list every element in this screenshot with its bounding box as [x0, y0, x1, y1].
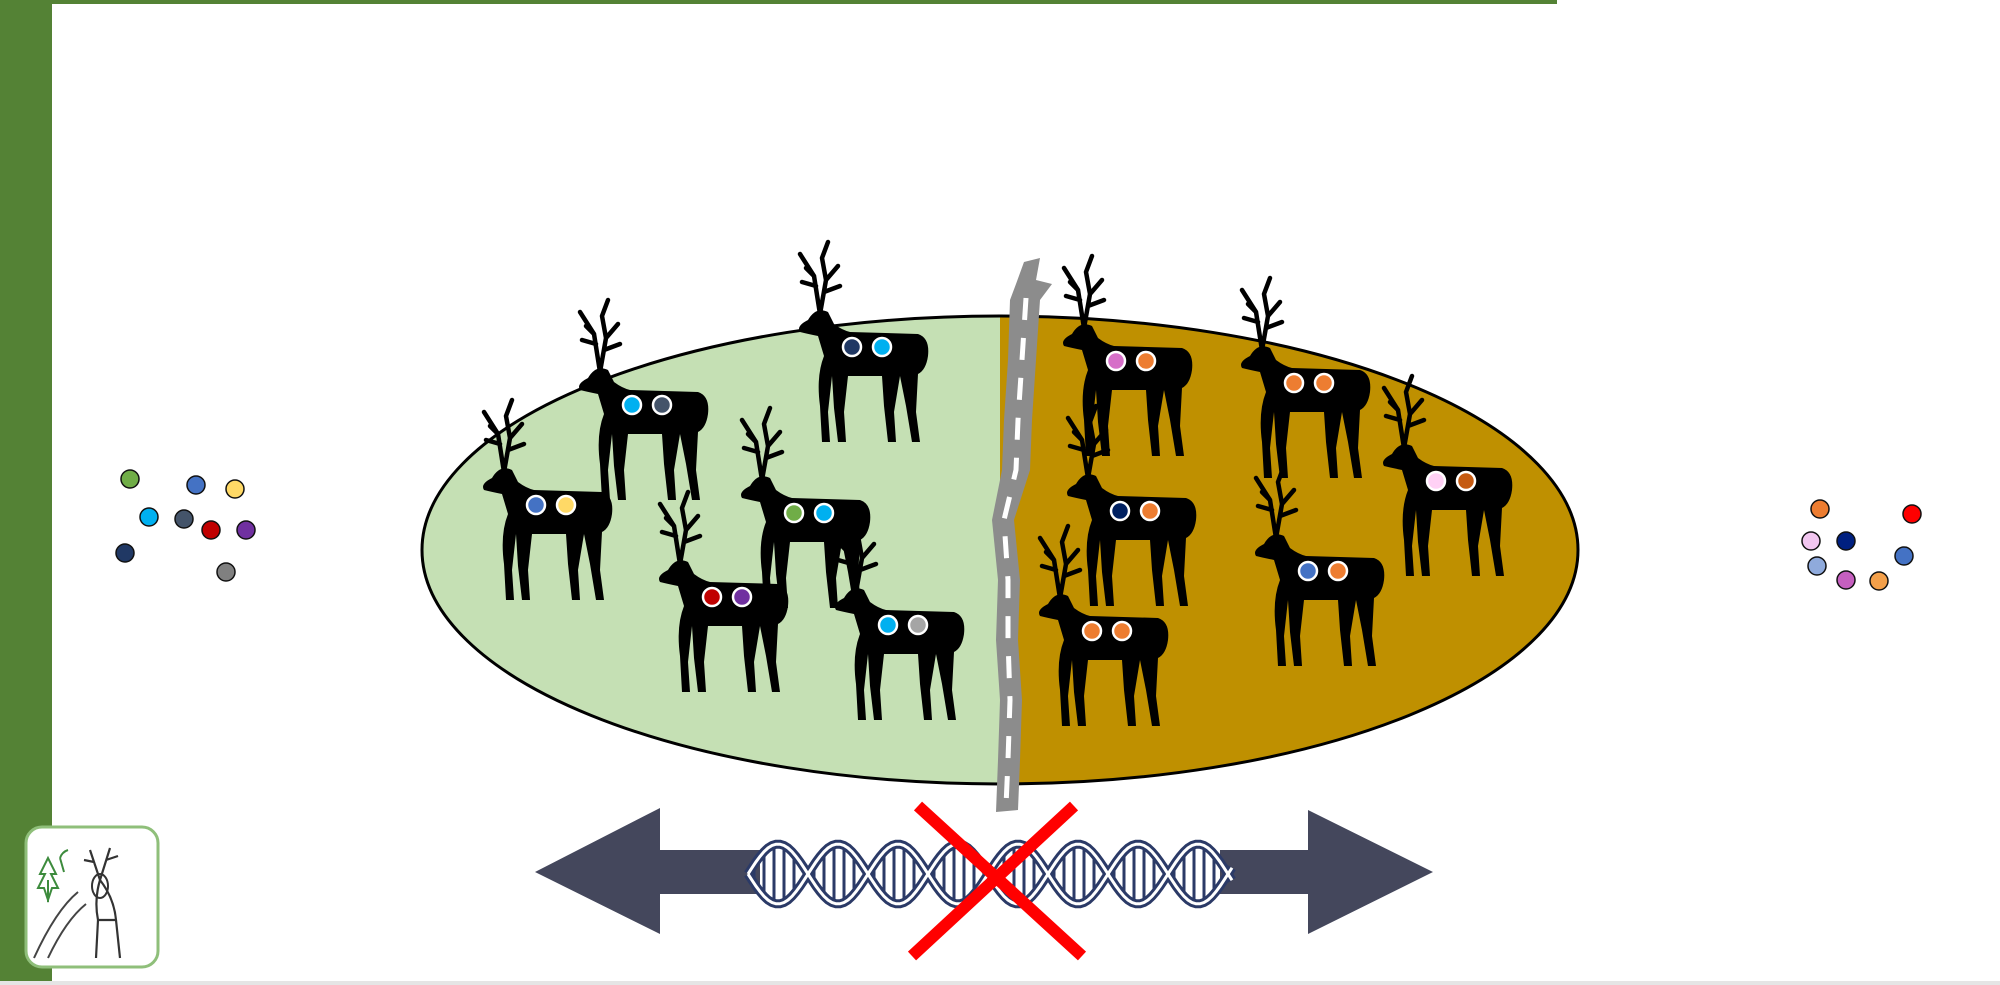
allele-dot — [1869, 571, 1889, 591]
allele-dot — [1894, 546, 1914, 566]
allele-dot — [1327, 560, 1349, 582]
deer — [483, 400, 612, 600]
allele-dot — [186, 475, 206, 495]
deer — [659, 492, 788, 692]
allele-dot — [1313, 372, 1335, 394]
deer — [1255, 466, 1384, 666]
left-frame-bar — [0, 0, 52, 985]
allele-dot — [1807, 556, 1827, 576]
allele-dot — [216, 562, 236, 582]
allele-dot — [1425, 470, 1447, 492]
bidirectional-arrow-icon — [535, 808, 1433, 934]
right-population — [1039, 256, 1512, 726]
allele-dot — [236, 520, 256, 540]
allele-dot — [139, 507, 159, 527]
allele-dot — [813, 502, 835, 524]
allele-dot — [1902, 504, 1922, 524]
allele-dot — [1111, 620, 1133, 642]
allele-dot — [1139, 500, 1161, 522]
allele-dot — [783, 502, 805, 524]
allele-dot — [621, 394, 643, 416]
road-barrier-icon — [992, 258, 1052, 812]
forest-deer-logo-icon — [24, 825, 160, 969]
allele-dot — [871, 336, 893, 358]
allele-dot — [701, 586, 723, 608]
allele-dot — [1801, 531, 1821, 551]
allele-dot — [1810, 499, 1830, 519]
deer — [741, 408, 870, 608]
allele-dot — [525, 494, 547, 516]
allele-dot — [1283, 372, 1305, 394]
deer — [1383, 376, 1512, 576]
allele-dot — [1081, 620, 1103, 642]
allele-dot — [1105, 350, 1127, 372]
allele-dot — [907, 614, 929, 636]
right-allele-pool — [1801, 499, 1922, 591]
allele-dot — [651, 394, 673, 416]
allele-dot — [1455, 470, 1477, 492]
allele-dot — [731, 586, 753, 608]
deer — [799, 242, 928, 442]
left-allele-pool — [115, 469, 256, 582]
deer — [1039, 526, 1168, 726]
allele-dot — [1297, 560, 1319, 582]
allele-dot — [841, 336, 863, 358]
bottom-edge — [0, 981, 2000, 985]
allele-dot — [225, 479, 245, 499]
allele-dot — [201, 520, 221, 540]
deer — [835, 520, 964, 720]
allele-dot — [555, 494, 577, 516]
allele-dot — [120, 469, 140, 489]
allele-dot — [1109, 500, 1131, 522]
allele-dot — [1836, 531, 1856, 551]
allele-dot — [115, 543, 135, 563]
left-population — [483, 242, 964, 720]
allele-dot — [877, 614, 899, 636]
deer — [1241, 278, 1370, 478]
allele-dot — [1135, 350, 1157, 372]
allele-dot — [174, 509, 194, 529]
red-x-icon — [907, 801, 1087, 961]
deer — [1067, 406, 1196, 606]
deer — [579, 300, 708, 500]
top-frame-bar — [52, 0, 1557, 4]
deer — [1063, 256, 1192, 456]
allele-dot — [1836, 570, 1856, 590]
